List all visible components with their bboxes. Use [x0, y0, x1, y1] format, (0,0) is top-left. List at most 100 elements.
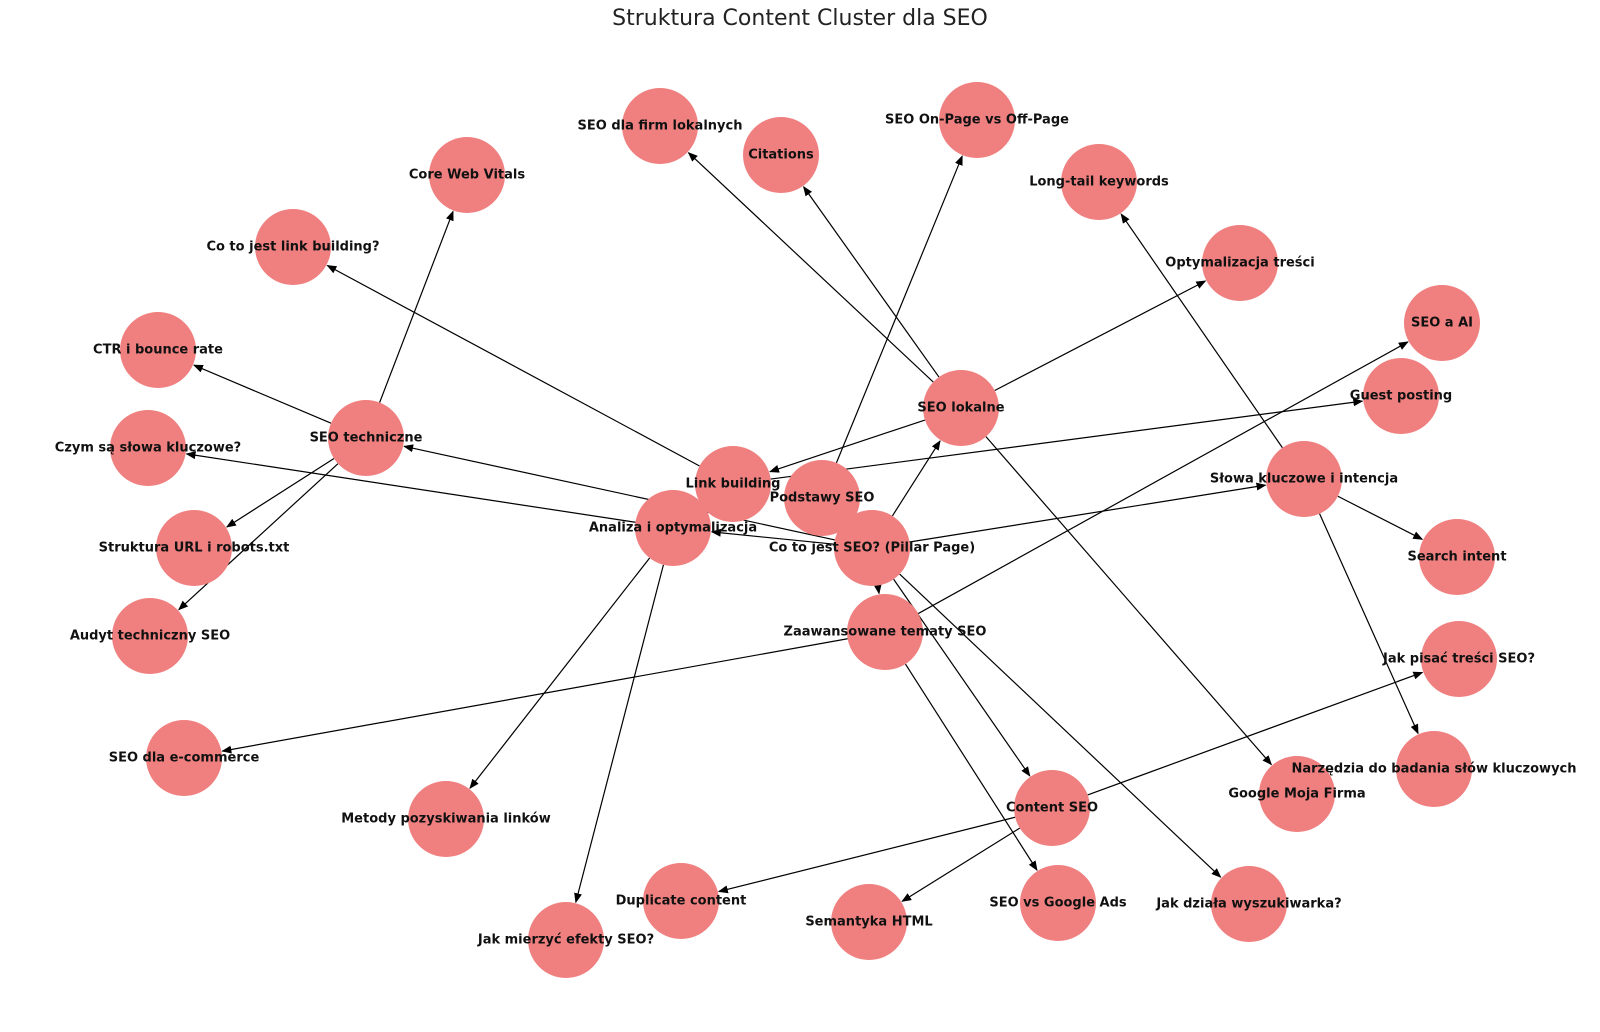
node-circle: [1421, 621, 1497, 697]
node-label: Czym są słowa kluczowe?: [55, 441, 241, 456]
node-label: Jak mierzyć efekty SEO?: [477, 933, 654, 948]
node-circle: [328, 400, 404, 476]
node-slowa-kluczowe-i-intencja[interactable]: [1266, 441, 1342, 517]
node-circle: [110, 410, 186, 486]
node-google-moja-firma[interactable]: [1259, 756, 1335, 832]
node-co-to-jest-link-building[interactable]: [255, 209, 331, 285]
node-circle: [255, 209, 331, 285]
node-label: Google Moja Firma: [1228, 787, 1365, 802]
node-label: SEO a AI: [1411, 316, 1473, 331]
node-seo-a-ai[interactable]: [1404, 285, 1480, 361]
edge-zaawansowane-to-googleads: [904, 663, 1038, 871]
node-label: Duplicate content: [616, 894, 747, 909]
node-struktura-url-i-robots-txt[interactable]: [156, 510, 232, 586]
node-czym-sa-slowa-kluczowe[interactable]: [110, 410, 186, 486]
node-circle: [622, 88, 698, 164]
node-circle: [429, 137, 505, 213]
node-search-intent[interactable]: [1419, 519, 1495, 595]
node-core-web-vitals[interactable]: [429, 137, 505, 213]
node-seo-vs-google-ads[interactable]: [1020, 865, 1096, 941]
node-label: Podstawy SEO: [770, 491, 875, 506]
node-circle: [743, 117, 819, 193]
node-co-to-jest-seo-pillar-page[interactable]: [834, 510, 910, 586]
edge-techniczne-to-url: [226, 457, 335, 528]
node-metody-pozyskiwania-linkow[interactable]: [408, 781, 484, 857]
edge-slowa-to-search: [1337, 495, 1424, 540]
edge-pillar-to-lokalne: [891, 440, 941, 517]
node-seo-techniczne[interactable]: [328, 400, 404, 476]
node-label: Co to jest link building?: [206, 240, 379, 255]
node-circle: [156, 510, 232, 586]
node-jak-mierzyc-efekty-seo[interactable]: [528, 902, 604, 978]
edge-lokalne-to-citations: [803, 185, 940, 378]
node-circle: [408, 781, 484, 857]
node-long-tail-keywords[interactable]: [1061, 144, 1137, 220]
node-circle: [1202, 225, 1278, 301]
node-audyt-techniczny-seo[interactable]: [112, 598, 188, 674]
node-label: Co to jest SEO? (Pillar Page): [769, 541, 975, 556]
edge-lokalne-to-optymalizacja: [994, 280, 1207, 392]
node-content-seo[interactable]: [1014, 770, 1090, 846]
node-label: Search intent: [1407, 550, 1506, 565]
node-seo-lokalne[interactable]: [923, 370, 999, 446]
node-label: Audyt techniczny SEO: [70, 629, 230, 644]
node-label: SEO dla firm lokalnych: [578, 119, 743, 134]
node-seo-dla-firm-lokalnych[interactable]: [622, 88, 698, 164]
node-circle: [112, 598, 188, 674]
node-optymalizacja-tresci[interactable]: [1202, 225, 1278, 301]
node-jak-dziala-wyszukiwarka[interactable]: [1211, 866, 1287, 942]
node-circle: [1061, 144, 1137, 220]
node-circle: [528, 902, 604, 978]
node-circle: [923, 370, 999, 446]
node-label: Analiza i optymalizacja: [589, 521, 757, 536]
edge-lokalne-to-google: [985, 436, 1273, 766]
node-seo-on-page-vs-off-page[interactable]: [939, 82, 1015, 158]
edge-analiza-to-czym: [185, 451, 636, 523]
edge-slowa-to-narzedzia: [1318, 513, 1419, 735]
edge-lokalne-to-firmy: [687, 151, 934, 383]
node-circle: [120, 312, 196, 388]
edge-pillar-to-techniczne: [403, 444, 835, 541]
node-circle: [643, 863, 719, 939]
node-label: Narzędzia do badania słów kluczowych: [1291, 762, 1576, 777]
edge-techniczne-to-ctr: [192, 364, 332, 424]
edge-analiza-to-mierzyc: [574, 564, 665, 904]
node-label: Struktura URL i robots.txt: [99, 541, 290, 556]
node-label: Metody pozyskiwania linków: [341, 812, 551, 827]
node-ctr-i-bounce-rate[interactable]: [120, 312, 196, 388]
node-link-building[interactable]: [695, 446, 771, 522]
node-podstawy-seo[interactable]: [784, 460, 860, 536]
node-label: SEO vs Google Ads: [989, 896, 1127, 911]
edge-content-to-jakpisac: [1087, 671, 1424, 796]
node-duplicate-content[interactable]: [643, 863, 719, 939]
node-label: Zaawansowane tematy SEO: [784, 625, 987, 640]
node-seo-dla-e-commerce[interactable]: [146, 720, 222, 796]
node-semantyka-html[interactable]: [831, 884, 907, 960]
edge-pillar-to-zaawansowane: [873, 583, 882, 595]
node-circle: [1211, 866, 1287, 942]
node-label: SEO On-Page vs Off-Page: [885, 113, 1069, 128]
node-label: Semantyka HTML: [805, 915, 932, 930]
node-jak-pisac-tresci-seo[interactable]: [1421, 621, 1497, 697]
edge-content-to-duplicate: [717, 816, 1016, 894]
node-analiza-i-optymalizacja[interactable]: [635, 490, 711, 566]
node-guest-posting[interactable]: [1363, 358, 1439, 434]
node-label: Optymalizacja treści: [1165, 256, 1314, 271]
node-label: Link building: [686, 477, 781, 492]
edge-pillar-to-analiza: [710, 528, 835, 545]
node-circle: [1020, 865, 1096, 941]
node-narzedzia-do-badania-slow-kluczowych[interactable]: [1396, 731, 1472, 807]
graph-title: Struktura Content Cluster dla SEO: [612, 6, 988, 31]
node-citations[interactable]: [743, 117, 819, 193]
node-circle: [831, 884, 907, 960]
edge-analiza-to-metody: [469, 557, 651, 790]
edge-content-to-semantyka: [901, 827, 1021, 902]
node-label: SEO lokalne: [917, 401, 1004, 416]
edge-techniczne-to-audyt: [178, 463, 339, 611]
node-circle: [1266, 441, 1342, 517]
node-circle: [695, 446, 771, 522]
node-zaawansowane-tematy-seo[interactable]: [847, 594, 923, 670]
node-circle: [1259, 756, 1335, 832]
node-label: Słowa kluczowe i intencja: [1210, 472, 1398, 487]
